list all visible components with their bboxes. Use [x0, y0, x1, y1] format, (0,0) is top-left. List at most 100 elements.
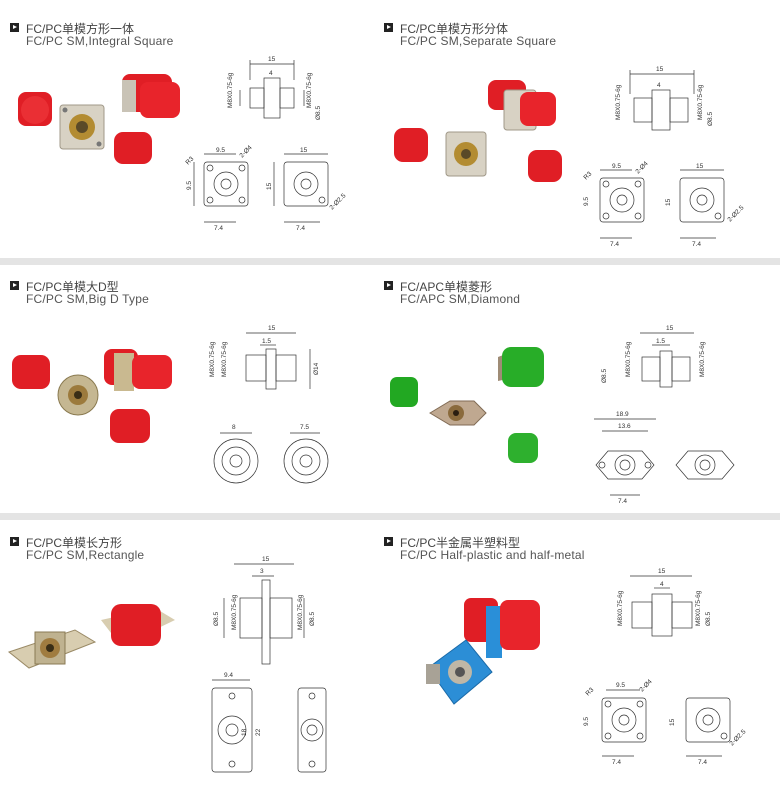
dim-front-width: 9.5 [216, 147, 225, 154]
dim-front-side-2: 15 [266, 182, 273, 190]
dim-holes-b: 2-Ø2.5 [726, 204, 745, 223]
bullet-arrow-icon [384, 23, 393, 32]
dim-top-inner: 1.5 [262, 338, 271, 345]
red-dust-cap-icon [18, 92, 52, 126]
product-title-cn: FC/PC单模方形一体 [26, 22, 135, 36]
dim-radius: R3 [184, 155, 195, 166]
dim-bottom-a: 7.4 [610, 241, 619, 248]
dim-radius: R3 [582, 170, 593, 181]
product-title-cn: FC/PC半金属半塑料型 [400, 536, 521, 550]
product-title-cn: FC/APC单模菱形 [400, 280, 493, 294]
product-photo [394, 80, 562, 182]
section-divider-1 [0, 258, 780, 265]
dim-top-width: 15 [658, 568, 666, 575]
bullet-arrow-icon [384, 537, 393, 546]
dim-holes-a: 2-Ø4 [638, 678, 653, 693]
dim-top-inner: 4 [657, 82, 661, 89]
red-dust-cap-icon [110, 409, 150, 443]
dim-front-side: 9.5 [583, 717, 590, 726]
green-dust-cap-icon [498, 347, 544, 387]
dim-front-inner: 13.6 [618, 423, 631, 430]
dim-thread-right: M8X0.75-6g [697, 84, 704, 120]
dim-front-side: 9.5 [186, 181, 193, 190]
product-photo [7, 604, 175, 669]
dim-front-side: 9.5 [583, 197, 590, 206]
dim-holes-b: 2-Ø2.5 [328, 192, 347, 211]
dim-top-width: 15 [268, 325, 276, 332]
dim-bottom-a: 7.4 [612, 759, 621, 766]
dim-thread-left: M8X0.75-6g [625, 341, 632, 377]
dim-thread-left: M8X0.75-6g [227, 72, 234, 108]
dim-bottom-b: 7.4 [692, 241, 701, 248]
diamond-adapter-icon [429, 400, 487, 426]
product-title-cn: FC/PC单模大D型 [26, 280, 119, 294]
product-title-cn: FC/PC单模方形分体 [400, 22, 509, 36]
bullet-arrow-icon [10, 23, 19, 32]
dim-holes-b: 2-Ø2.5 [728, 728, 747, 747]
product-panel-rectangle: FC/PC单模长方形 FC/PC SM,Rectangle 15 3 M8X0.… [0, 520, 390, 773]
red-dust-cap-icon [122, 74, 180, 118]
product-photo [12, 349, 172, 443]
dim-diameter: Ø8.5 [601, 369, 608, 383]
dim-diameter: Ø8.5 [213, 612, 220, 626]
dim-thread-left: M8X0.75-6g [209, 341, 216, 377]
product-title-cn: FC/PC单模长方形 [26, 536, 123, 550]
dim-diameter: Ø14 [313, 362, 320, 375]
dim-bottom-a: 7.4 [618, 498, 627, 505]
dim-top-inner: 4 [269, 70, 273, 77]
dim-diameter: Ø8.5 [705, 612, 712, 626]
product-photo [426, 598, 540, 705]
blue-plastic-adapter-icon [426, 600, 540, 705]
dim-front-width: 9.4 [224, 672, 233, 679]
dim-front-width: 9.5 [616, 682, 625, 689]
dim-thread-right: M8X0.75-6g [695, 590, 702, 626]
red-dust-cap-icon [104, 349, 172, 391]
dim-top-width: 15 [268, 56, 276, 63]
product-title-en: FC/PC SM,Big D Type [26, 292, 149, 306]
dim-top-inner: 1.5 [656, 338, 665, 345]
dim-front-width-2: 7.5 [300, 424, 309, 431]
dim-bottom-b: 7.4 [296, 225, 305, 232]
dim-diameter: Ø8.5 [315, 106, 322, 120]
dim-top-width: 15 [262, 556, 270, 563]
red-dust-cap-icon [394, 128, 428, 162]
dim-front-side-2: 15 [669, 718, 676, 726]
green-dust-cap-icon [390, 377, 418, 407]
product-panel-integral-square: FC/PC单模方形一体 FC/PC SM,Integral Square [0, 0, 390, 253]
red-dust-cap-icon [528, 150, 562, 182]
dim-thread-right: M8X0.75-6g [306, 72, 313, 108]
product-title-en: FC/PC Half-plastic and half-metal [400, 548, 585, 562]
dim-top-inner: 3 [260, 568, 264, 575]
dim-top-inner: 4 [660, 581, 664, 588]
dim-thread-right: M8X0.75-6g [297, 594, 304, 630]
product-photo [18, 74, 180, 164]
red-dust-cap-icon [101, 604, 175, 646]
bullet-arrow-icon [384, 281, 393, 290]
product-panel-separate-square: FC/PC单模方形分体 FC/PC SM,Separate Square 15 … [384, 0, 780, 253]
dim-holes-a: 2-Ø4 [238, 144, 253, 159]
dim-thread-left: M8X0.75-6g [231, 594, 238, 630]
dim-front-width-2: 15 [696, 163, 704, 170]
dim-front-side-2: 22 [255, 728, 262, 736]
product-title-en: FC/PC SM,Separate Square [400, 34, 557, 48]
dim-front-side-2: 15 [665, 198, 672, 206]
dim-diameter-2: Ø8.5 [309, 612, 316, 626]
dim-bottom-a: 7.4 [214, 225, 223, 232]
dim-front-width-2: 15 [300, 147, 308, 154]
dim-top-width: 15 [656, 66, 664, 73]
dim-top-width: 15 [666, 325, 674, 332]
red-dust-cap-icon [114, 132, 152, 164]
product-panel-big-d: FC/PC单模大D型 FC/PC SM,Big D Type 15 1.5 M8… [0, 265, 390, 518]
dim-front-side: 18 [241, 728, 248, 736]
dim-thread-left: M8X0.75-6g [615, 84, 622, 120]
square-adapter-icon [445, 131, 487, 177]
square-adapter-icon [503, 89, 556, 131]
product-photo [390, 347, 544, 463]
dim-thread-left: M8X0.75-6g [617, 590, 624, 626]
technical-drawing [211, 563, 327, 773]
square-adapter-icon [59, 104, 105, 150]
dim-front-width: 8 [232, 424, 236, 431]
dim-front-width: 9.5 [612, 163, 621, 170]
dim-thread-right: M8X0.75-6g [221, 341, 228, 377]
bullet-arrow-icon [10, 281, 19, 290]
